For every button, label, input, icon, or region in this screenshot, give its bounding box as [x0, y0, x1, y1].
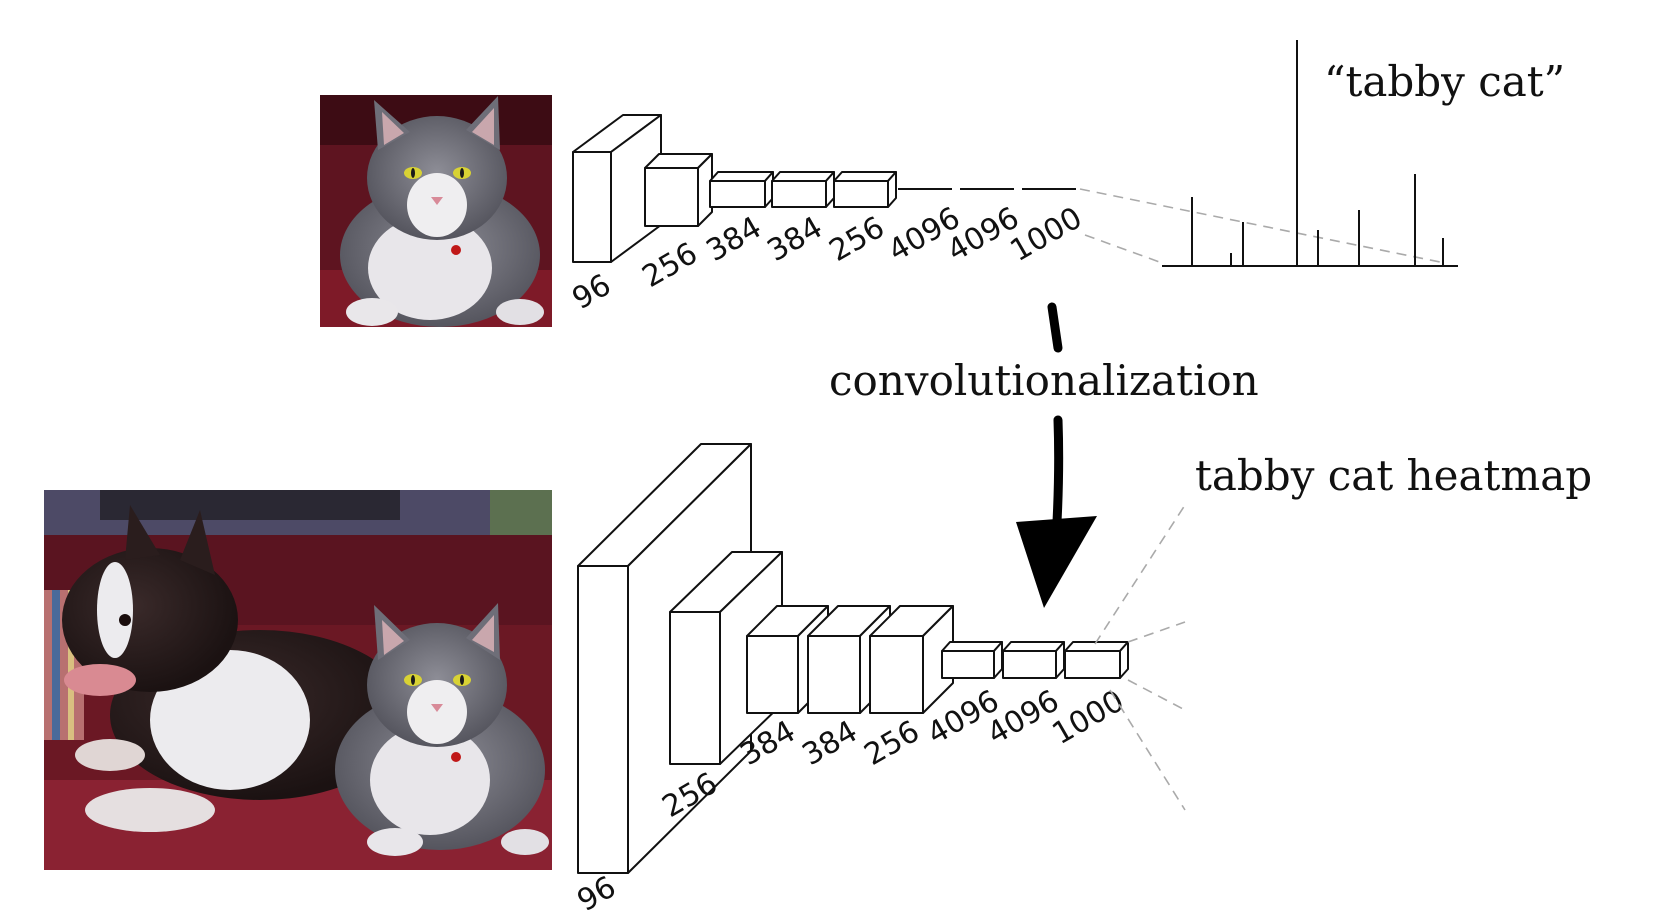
bottom-caption: tabby cat heatmap — [1195, 451, 1592, 500]
bottom-label-3: 384 — [797, 714, 864, 773]
top-label-2: 384 — [701, 210, 768, 269]
bottom-layer-1000-block — [1064, 641, 1129, 679]
bottom-output — [1094, 504, 1186, 811]
top-label-3: 384 — [762, 210, 829, 269]
bottom-layer-4096a-block — [941, 641, 1003, 679]
top-label-7: 1000 — [1005, 200, 1089, 268]
cat-photo — [320, 95, 552, 327]
top-output — [1079, 40, 1458, 267]
bottom-label-7: 1000 — [1047, 683, 1131, 751]
bottom-layer-4096b-block — [1002, 641, 1065, 679]
top-network: 96 256 384 384 256 4096 4096 1000 — [567, 114, 1089, 317]
bottom-label-4: 256 — [859, 714, 926, 773]
bottom-network: 96 256 384 384 256 4096 4096 1000 — [572, 443, 1131, 913]
convolutionalization-arrow — [1016, 302, 1097, 608]
transition-label: convolutionalization — [829, 356, 1259, 405]
bottom-label-0: 96 — [572, 870, 623, 913]
top-label-0: 96 — [567, 268, 618, 317]
bottom-layer-96-block — [577, 443, 752, 874]
top-caption: “tabby cat” — [1324, 57, 1565, 106]
top-label-4: 256 — [824, 210, 891, 269]
top-layer-256b-block — [833, 171, 897, 208]
dog-and-cat-photo — [44, 490, 552, 870]
top-layer-384b-block — [771, 171, 835, 208]
bottom-layer-256b-block — [869, 605, 954, 714]
top-layer-384a-block — [709, 171, 774, 208]
top-layer-256-block — [644, 153, 713, 227]
top-label-1: 256 — [637, 236, 704, 295]
